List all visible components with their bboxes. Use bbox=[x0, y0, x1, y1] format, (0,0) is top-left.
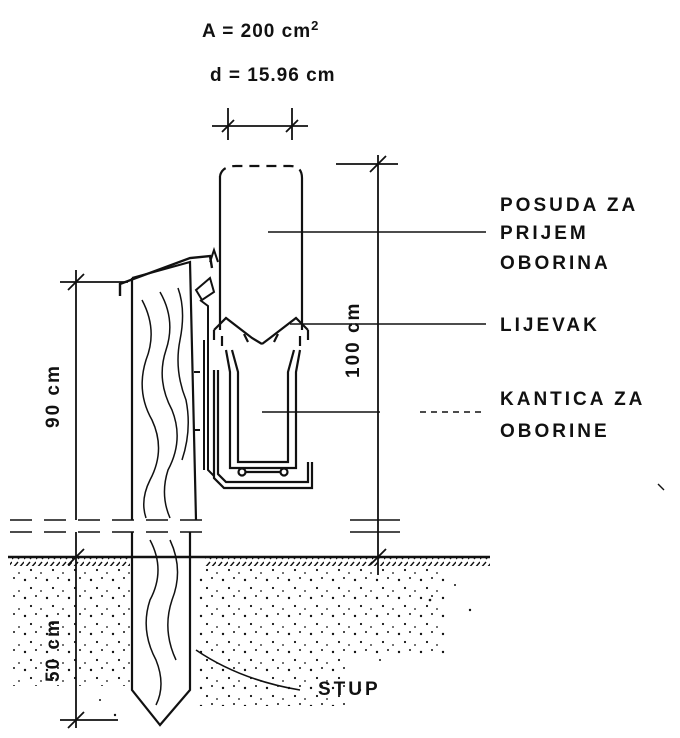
height-above-ground-label: 90 cm bbox=[43, 364, 64, 428]
gauge-height-label: 100 cm bbox=[343, 301, 364, 378]
leader-lines bbox=[195, 231, 486, 691]
depth-below-ground-dimension bbox=[60, 532, 118, 729]
can-label-line-2: OBORINE bbox=[500, 421, 610, 442]
ground bbox=[8, 519, 490, 717]
diameter-spec: d = 15.96 cm bbox=[210, 65, 336, 86]
gauge-height-dimension bbox=[336, 155, 398, 575]
diameter-dimension bbox=[212, 108, 308, 140]
collector-label-line-1: POSUDA ZA bbox=[500, 195, 639, 216]
funnel-label: LIJEVAK bbox=[500, 315, 600, 336]
collector-vessel bbox=[218, 164, 304, 330]
can-label-line-1: KANTICA ZA bbox=[500, 389, 646, 410]
collecting-can bbox=[212, 349, 314, 490]
collector-label-line-3: OBORINA bbox=[500, 253, 611, 274]
funnel bbox=[212, 316, 310, 346]
collector-label-line-2: PRIJEM bbox=[500, 223, 589, 244]
wooden-post bbox=[118, 254, 214, 727]
mounting-bracket bbox=[194, 246, 219, 477]
post-label: STUP bbox=[318, 679, 381, 700]
height-above-ground-dimension bbox=[60, 270, 128, 520]
depth-below-ground-label: 50 cm bbox=[43, 618, 64, 682]
area-spec: A = 200 cm2 bbox=[202, 18, 320, 42]
